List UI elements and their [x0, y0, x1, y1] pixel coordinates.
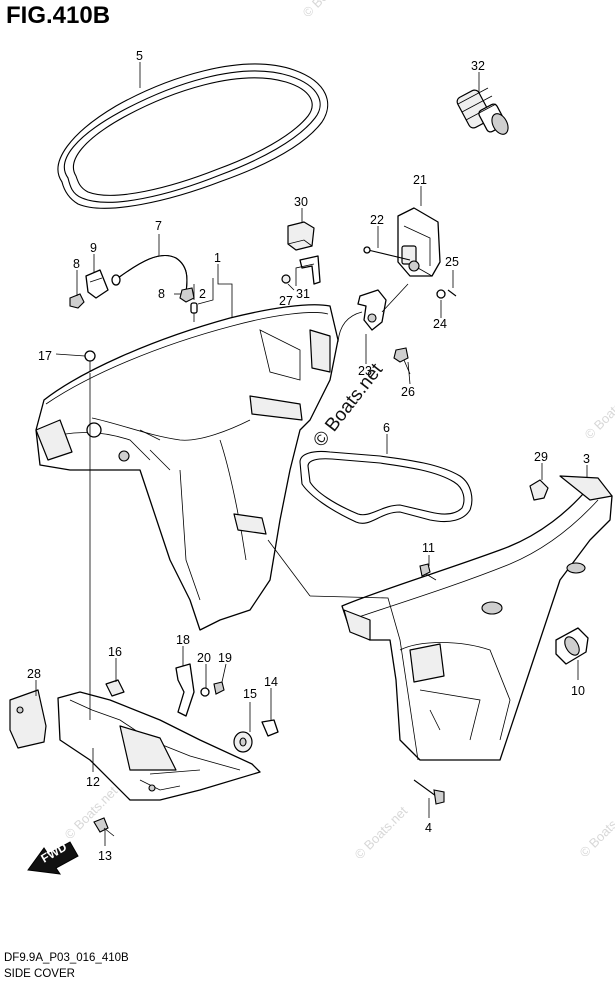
callout-28: 28 [27, 667, 41, 681]
part-21-latch [397, 207, 441, 277]
part-9-clip [85, 269, 109, 299]
callout-3: 3 [583, 452, 590, 466]
callout-19: 19 [218, 651, 232, 665]
callout-23: 23 [358, 364, 372, 378]
faint-watermark-bottom-left: © Boats.net [62, 783, 121, 842]
part-5-top-seal [57, 63, 329, 209]
callout-9: 9 [90, 241, 97, 255]
callout-27: 27 [279, 294, 293, 308]
part-29-grommet [529, 479, 549, 501]
callout-24: 24 [433, 317, 447, 331]
part-26-bolt [393, 347, 411, 375]
part-20-washer [200, 687, 210, 697]
callout-11: 11 [422, 541, 435, 555]
callout-4: 4 [425, 821, 432, 835]
callout-7: 7 [155, 219, 162, 233]
part-27-nut [281, 274, 291, 284]
part-19-bolt [213, 681, 225, 695]
part-30-block [287, 221, 315, 251]
fwd-arrow: FWD [27, 840, 79, 875]
part-7-hose [111, 254, 188, 293]
callout-31: 31 [296, 287, 310, 301]
part-8-nut-right [179, 287, 195, 303]
faint-watermark-bottom-mid: © Boats.net [352, 803, 411, 862]
part-22-pin [363, 246, 411, 261]
figure-code: DF9.9A_P03_016_410B [4, 952, 129, 964]
callout-14: 14 [264, 675, 278, 689]
callout-20: 20 [197, 651, 211, 665]
part-12-bottom-cover [57, 691, 261, 801]
part-25-pin [447, 289, 457, 297]
callout-16: 16 [108, 645, 122, 659]
part-10-plug [555, 627, 589, 665]
part-15-grommet [233, 731, 253, 753]
part-31-bracket [299, 255, 321, 285]
callout-8a: 8 [73, 257, 80, 271]
faint-watermark-right: © Boats.net [582, 383, 615, 442]
part-11-bolt [419, 563, 437, 581]
callout-6: 6 [383, 421, 390, 435]
figure-title: FIG.410B [6, 2, 111, 29]
faint-watermark-top: © Boats.net [300, 0, 359, 20]
callout-1: 1 [214, 251, 221, 265]
part-13-bolt [93, 817, 115, 837]
callout-25: 25 [445, 255, 459, 269]
part-3-right-side-cover [341, 475, 613, 761]
callout-12: 12 [86, 775, 100, 789]
leader-lines [35, 62, 588, 846]
part-28-pad [9, 689, 47, 749]
callout-5: 5 [136, 49, 143, 63]
callout-32: 32 [471, 59, 485, 73]
part-23-bracket [357, 289, 387, 331]
callout-17: 17 [38, 349, 52, 363]
callout-18: 18 [176, 633, 190, 647]
callout-13: 13 [98, 849, 112, 863]
faint-watermark-bottom-right: © Boats.net [577, 801, 615, 860]
part-1-left-side-cover [35, 304, 339, 631]
part-32-grommet [456, 87, 509, 135]
callout-22: 22 [370, 213, 384, 227]
part-8-nut-left [69, 293, 85, 309]
callout-8b: 8 [158, 287, 165, 301]
callout-labels: 5 32 21 30 22 7 9 1 25 8 8 2 27 31 24 17… [27, 49, 590, 863]
part-14-collar [261, 719, 279, 737]
part-16-block [105, 679, 125, 697]
callout-10: 10 [571, 684, 585, 698]
callout-15: 15 [243, 687, 257, 701]
part-6-seal [299, 450, 473, 524]
part-4-bolt [413, 779, 445, 805]
callout-21: 21 [413, 173, 427, 187]
part-18-bracket [175, 663, 195, 717]
part-24-washer [436, 289, 446, 299]
callout-26: 26 [401, 385, 415, 399]
callout-29: 29 [534, 450, 548, 464]
part-2-screw [190, 302, 198, 322]
figure-name: SIDE COVER [4, 968, 75, 980]
callout-2: 2 [199, 287, 206, 301]
callout-30: 30 [294, 195, 308, 209]
